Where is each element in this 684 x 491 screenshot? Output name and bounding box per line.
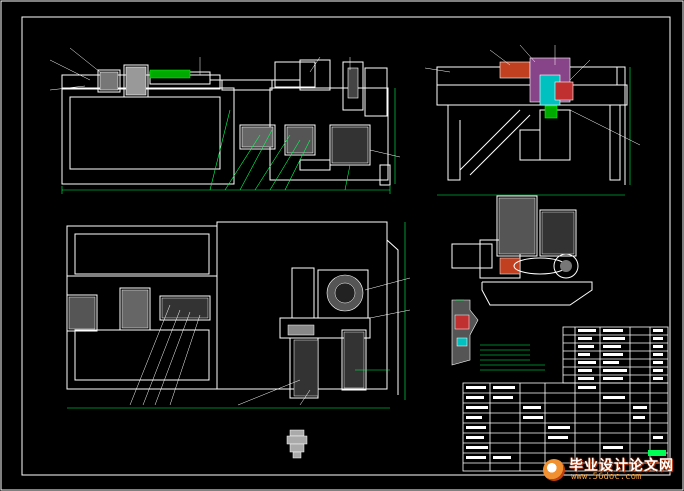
roller-section [451,299,479,366]
watermark-title: 毕业设计论文网 [569,457,674,474]
top-view-details [68,274,365,397]
front-view-leaders [49,47,401,158]
top-view [66,221,399,399]
inner-frame [21,16,671,476]
front-view-dimensions [61,88,396,194]
title-block-text-marks [466,329,663,459]
section-labels [456,299,545,371]
front-view-details [99,66,369,164]
watermark-url: www.56doc.com [571,471,642,482]
small-detail-part [286,429,308,459]
section-view-details [498,197,575,275]
title-block [462,326,669,472]
side-view-leaders [424,44,641,146]
top-view-leaders [129,277,411,406]
side-view-dimensions [437,67,631,196]
front-view [61,59,391,186]
side-view-section [499,57,574,119]
watermark-logo-icon [543,459,565,481]
watermark: 毕业设计论文网 www.56doc.com [543,455,680,485]
title-block-stamp [648,450,666,456]
watermark-text: 毕业设计论文网 www.56doc.com [569,459,674,482]
